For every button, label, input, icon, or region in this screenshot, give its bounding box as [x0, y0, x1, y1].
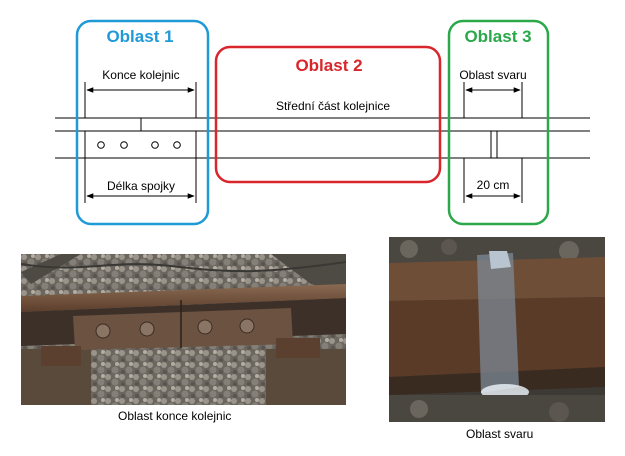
rail-ends-dimension	[84, 82, 197, 118]
rail-ends-caption: Oblast konce kolejnic	[118, 409, 232, 423]
middle-part-label: Střední část kolejnice	[276, 99, 390, 113]
rail-regions-diagram: Oblast 1 Oblast 2 Oblast 3 Konce kolejni…	[55, 19, 590, 226]
weld-caption: Oblast svaru	[466, 427, 534, 441]
rail-ends-label: Konce kolejnic	[102, 68, 179, 82]
weld-area-label: Oblast svaru	[459, 68, 526, 82]
region-2-box	[214, 45, 442, 184]
weld-area-dimension	[463, 82, 523, 118]
joint-length-label: Délka spojky	[107, 179, 175, 193]
joint-length-dimension	[84, 158, 197, 203]
region-3-title: Oblast 3	[464, 27, 531, 46]
bolt-holes	[97, 141, 181, 149]
region-1-title: Oblast 1	[106, 27, 173, 46]
weld-width-label: 20 cm	[477, 178, 510, 192]
region-3-box	[447, 19, 550, 226]
rail-schematic	[55, 117, 590, 159]
region-2-title: Oblast 2	[295, 56, 362, 75]
weld-width-dimension	[463, 158, 523, 203]
region-1-box	[75, 19, 210, 226]
rail-ends-photo	[21, 254, 346, 405]
weld-photo	[389, 237, 605, 422]
